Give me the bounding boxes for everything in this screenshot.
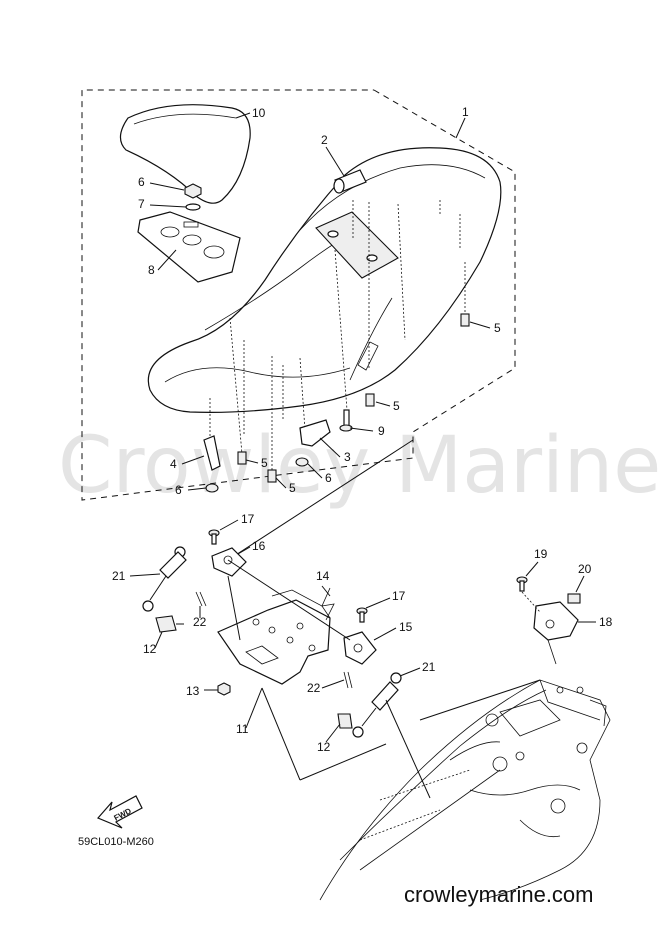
callout-17-upper: 17 <box>241 512 255 526</box>
callout-15: 15 <box>399 620 413 634</box>
hook-4 <box>203 435 221 493</box>
callout-5-left: 5 <box>261 456 268 470</box>
watermark: Crowley Marine <box>58 421 661 511</box>
hinge-bracket-3 <box>295 419 331 467</box>
callout-4: 4 <box>170 457 177 471</box>
callout-18: 18 <box>599 615 613 629</box>
seat-lock-cylinder <box>333 169 367 194</box>
callout-10: 10 <box>252 106 266 120</box>
leaders-upper <box>149 112 491 561</box>
fwd-arrow-icon: FWD <box>96 795 143 829</box>
callout-22-right: 22 <box>307 681 321 695</box>
callout-6-hinge: 6 <box>325 471 332 485</box>
pin-22-right <box>343 671 353 689</box>
site-url: crowleymarine.com <box>404 882 594 907</box>
callout-20: 20 <box>578 562 592 576</box>
callout-5-mid: 5 <box>393 399 400 413</box>
hinge-arm-16 <box>211 547 247 577</box>
grab-plate <box>137 211 241 283</box>
assembly-boundary <box>81 89 516 501</box>
bolt-17-upper <box>208 529 220 545</box>
callout-12-right: 12 <box>317 740 331 754</box>
alignment-lines <box>209 200 466 470</box>
callout-11: 11 <box>236 722 249 736</box>
callout-16: 16 <box>252 539 266 553</box>
callout-2: 2 <box>321 133 328 147</box>
callout-3: 3 <box>344 450 351 464</box>
bolt-5-left <box>237 451 247 465</box>
nut-13 <box>217 682 231 696</box>
hinge-base-plate <box>217 589 331 685</box>
diagram-code: 59CL010-M260 <box>78 836 154 848</box>
callout-5-bottom: 5 <box>289 481 296 495</box>
callout-22-left: 22 <box>193 615 207 629</box>
callout-8: 8 <box>148 263 155 277</box>
callout-21-right: 21 <box>422 660 436 674</box>
callout-6-top: 6 <box>138 175 145 189</box>
callout-9: 9 <box>378 424 385 438</box>
bolt-5-right <box>460 313 470 327</box>
callout-13: 13 <box>186 684 200 698</box>
hull-deck <box>319 679 611 901</box>
ball-stud-right <box>337 713 353 729</box>
bolt-5-mid <box>365 393 375 407</box>
callout-19: 19 <box>534 547 548 561</box>
gas-strut-right <box>352 672 402 738</box>
bolt-17-lower <box>356 607 368 623</box>
bolt-19 <box>516 576 528 592</box>
rubber-20 <box>567 593 581 604</box>
callout-21-left: 21 <box>112 569 126 583</box>
callout-14: 14 <box>316 569 330 583</box>
clip-14 <box>321 587 335 621</box>
latch-bracket-18 <box>533 601 579 665</box>
callout-6-hook: 6 <box>175 483 182 497</box>
callout-12-left: 12 <box>143 642 157 656</box>
hinge-arm-15 <box>343 631 377 665</box>
ball-stud-left <box>155 615 184 633</box>
callout-7: 7 <box>138 197 145 211</box>
gas-strut-left <box>142 546 187 612</box>
main-seat <box>147 147 502 413</box>
pin-22-left <box>195 591 207 607</box>
bolt-9 <box>339 409 353 432</box>
bolt-5-bottom <box>267 469 277 483</box>
callout-5-right: 5 <box>494 321 501 335</box>
leaders-latch <box>521 561 596 623</box>
backrest-cushion <box>119 104 251 204</box>
callout-1: 1 <box>462 105 469 119</box>
nut-top <box>184 183 202 211</box>
callout-17-lower: 17 <box>392 589 406 603</box>
leaders-lower <box>129 519 431 799</box>
